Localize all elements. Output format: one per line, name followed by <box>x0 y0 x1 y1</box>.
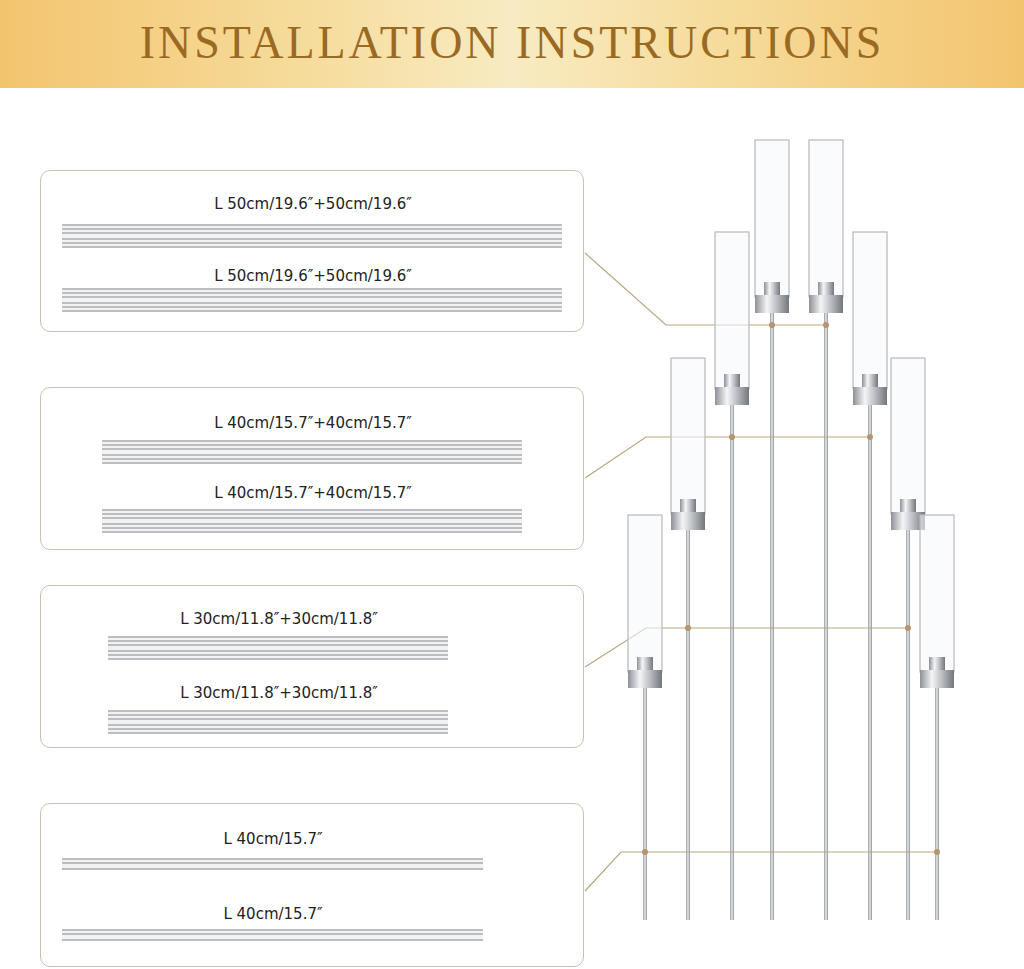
rod-pair <box>108 636 448 734</box>
rod-length-label: L 50cm/19.6″+50cm/19.6″ <box>214 266 412 286</box>
page-title: INSTALLATION INSTRUCTIONS <box>0 14 1024 72</box>
rod-length-label: L 30cm/11.8″+30cm/11.8″ <box>180 609 378 629</box>
rod-length-label: L 40cm/15.7″ <box>223 904 322 924</box>
rod-length-label: L 50cm/19.6″+50cm/19.6″ <box>214 194 412 214</box>
rod-length-label: L 40cm/15.7″+40cm/15.7″ <box>214 413 412 433</box>
rod-length-label: L 40cm/15.7″+40cm/15.7″ <box>214 483 412 503</box>
rod-length-label: L 30cm/11.8″+30cm/11.8″ <box>180 683 378 703</box>
single-rod <box>62 858 483 941</box>
rod-pair <box>62 224 562 312</box>
joint-dots <box>642 322 940 855</box>
rod-box: L 50cm/19.6″+50cm/19.6″ L 50cm/19.6″+50cm… <box>40 170 584 332</box>
rod-box: L 40cm/15.7″ L 40cm/15.7″ <box>40 803 584 967</box>
title-band: INSTALLATION INSTRUCTIONS <box>0 0 1024 88</box>
rod-length-label: L 40cm/15.7″ <box>223 829 322 849</box>
rod-pair <box>102 440 522 533</box>
rod-box: L 30cm/11.8″+30cm/11.8″ L 30cm/11.8″+30cm… <box>40 585 584 748</box>
candle-holders <box>628 140 954 688</box>
rod-box: L 40cm/15.7″+40cm/15.7″ L 40cm/15.7″+40cm… <box>40 387 584 550</box>
candle-rods <box>643 313 939 920</box>
